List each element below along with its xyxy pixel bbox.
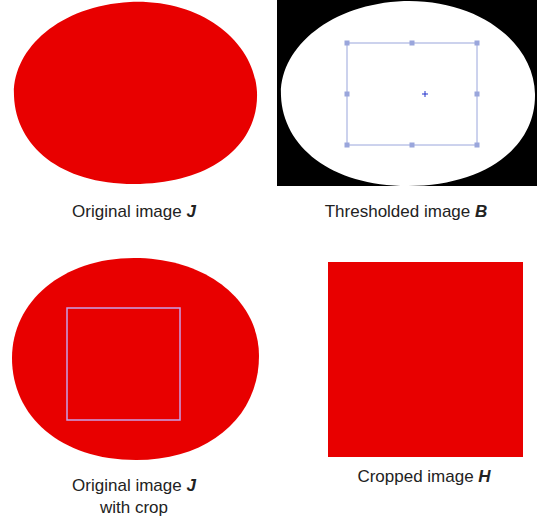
black-ground (277, 0, 537, 186)
image-caption: Original image J with crop (59, 475, 209, 519)
image-caption: Thresholded image B (286, 201, 526, 223)
crop-selection (345, 41, 479, 147)
red-blob (14, 2, 257, 184)
crop-rectangle (67, 308, 180, 420)
white-blob (281, 1, 535, 186)
center-mark (422, 91, 428, 97)
red-blob (12, 258, 259, 460)
image-caption: Cropped image H (314, 466, 534, 488)
image-caption: Original image J (24, 201, 244, 223)
cropped-square (328, 262, 523, 457)
